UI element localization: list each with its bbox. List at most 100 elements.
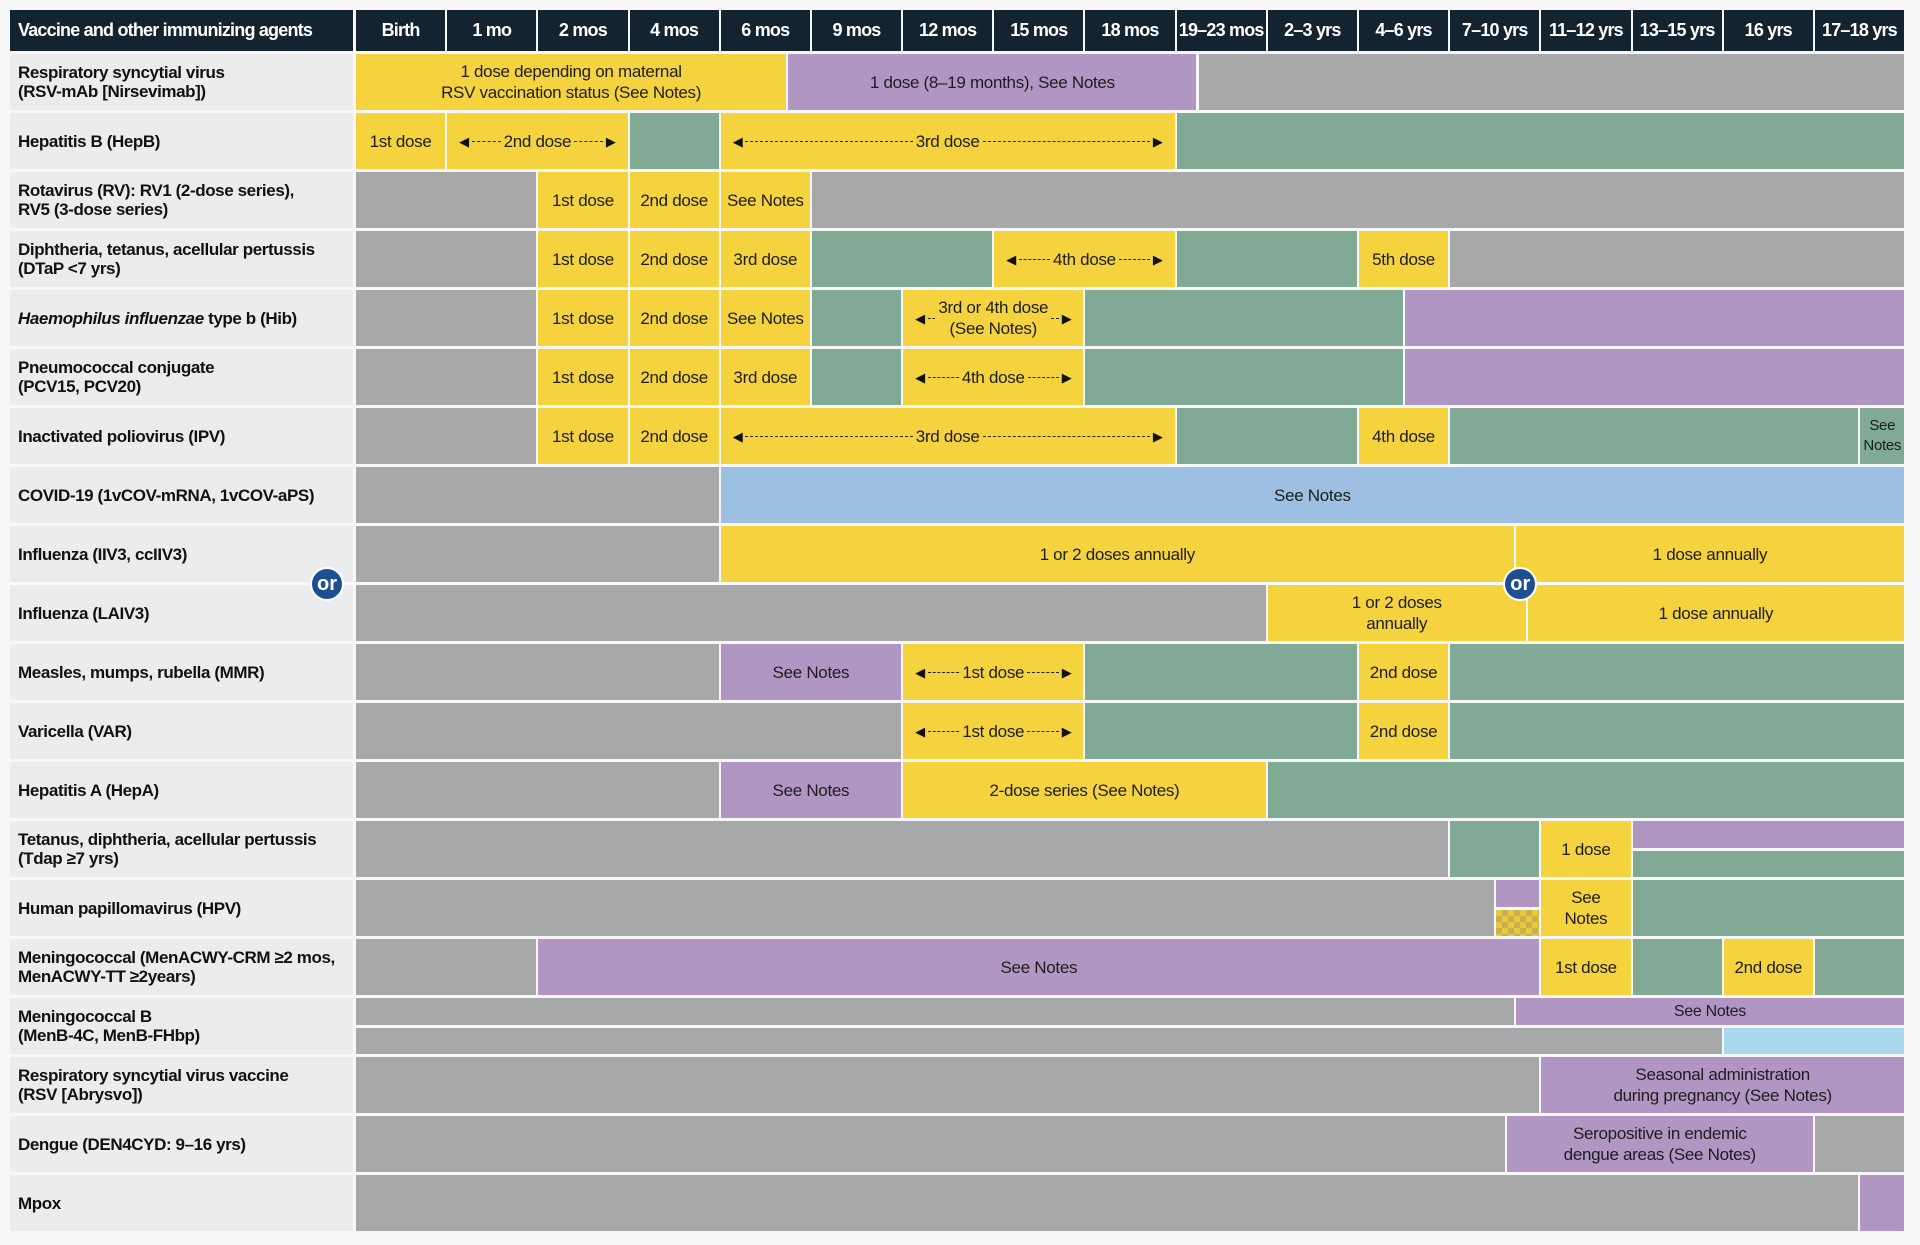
arrow-right-icon: ▶ xyxy=(1152,428,1163,444)
schedule-segment xyxy=(1814,1116,1905,1172)
schedule-segment xyxy=(356,526,719,582)
vaccine-name-text: Influenza (LAIV3) xyxy=(18,603,150,623)
schedule-segment: See Notes xyxy=(720,467,1905,523)
vaccine-name-text: Meningococcal (MenACWY-CRM ≥2 mos, MenAC… xyxy=(18,948,335,986)
schedule-segment xyxy=(356,1116,1505,1172)
schedule-segment xyxy=(1495,909,1540,936)
segment-text: 2nd dose xyxy=(1369,721,1438,741)
vaccine-row-label: COVID-19 (1vCOV-mRNA, 1vCOV-aPS) xyxy=(10,467,353,523)
vaccine-row-label: Haemophilus influenzae type b (Hib) xyxy=(10,290,353,346)
dashed-line xyxy=(927,376,959,378)
vaccine-name: Inactivated poliovirus (IPV) xyxy=(18,427,225,446)
arrow-left-icon: ◀ xyxy=(732,428,743,444)
vaccine-name: Influenza (LAIV3) xyxy=(18,604,149,623)
vaccine-name-text: Human papillomavirus (HPV) xyxy=(18,898,241,918)
schedule-segment xyxy=(1404,290,1905,346)
schedule-segment: 2nd dose xyxy=(1723,939,1813,995)
vaccine-row-label: Diphtheria, tetanus, acellular pertussis… xyxy=(10,231,353,287)
segment-text: 2nd dose xyxy=(640,367,708,387)
vaccine-row-label: Inactivated poliovirus (IPV) xyxy=(10,408,353,464)
or-badge: or xyxy=(1503,567,1538,601)
schedule-segment: See Notes xyxy=(720,762,902,818)
schedule-segment: See Notes xyxy=(1515,998,1905,1025)
header-age-column: 1 mo xyxy=(447,10,537,51)
schedule-segment xyxy=(811,172,1905,228)
segment-text: See Notes xyxy=(1673,1002,1746,1020)
segment-text: Seropositive in endemic dengue areas (Se… xyxy=(1563,1124,1757,1164)
header-age-column: 4 mos xyxy=(629,10,719,51)
dashed-line xyxy=(574,140,603,142)
schedule-segment: 2nd dose xyxy=(629,231,719,287)
segment-text: See Notes xyxy=(1274,485,1351,505)
vaccine-name: Diphtheria, tetanus, acellular pertussis… xyxy=(18,240,315,278)
schedule-segment xyxy=(1085,703,1357,759)
schedule-segment: 1 or 2 doses annually xyxy=(720,526,1514,582)
dose-range-arrow: ◀1st dose▶ xyxy=(903,662,1083,683)
schedule-segment: 3rd dose xyxy=(720,231,810,287)
segment-text: See Notes xyxy=(1564,888,1608,928)
schedule-segment: Seropositive in endemic dengue areas (Se… xyxy=(1506,1116,1813,1172)
schedule-segment: 1 or 2 doses annually xyxy=(1267,585,1526,641)
schedule-segment xyxy=(1085,644,1357,700)
vaccine-row-label: Mpox xyxy=(10,1175,353,1231)
segment-text: 1st dose xyxy=(369,131,432,151)
schedule-segment xyxy=(1450,644,1905,700)
influenza-or-divider xyxy=(10,583,1905,585)
segment-text: 1 dose (8–19 months), See Notes xyxy=(869,72,1115,92)
vaccine-row-label: Varicella (VAR) xyxy=(10,703,353,759)
schedule-segment: 1st dose xyxy=(538,349,628,405)
vaccine-row-label: Respiratory syncytial virus vaccine (RSV… xyxy=(10,1057,353,1113)
vaccine-row-label: Respiratory syncytial virus (RSV-mAb [Ni… xyxy=(10,54,353,110)
schedule-segment xyxy=(356,762,719,818)
segment-text: 2nd dose xyxy=(1369,662,1438,682)
schedule-segment: ◀3rd dose▶ xyxy=(720,408,1175,464)
segment-text: Seasonal administration during pregnancy… xyxy=(1613,1065,1832,1105)
segment-text: See Notes xyxy=(726,308,804,328)
arrow-left-icon: ◀ xyxy=(915,310,925,326)
schedule-segment: 1 dose annually xyxy=(1515,526,1905,582)
arrow-left-icon: ◀ xyxy=(732,133,743,149)
schedule-segment xyxy=(1267,762,1905,818)
schedule-segment: ◀4th dose▶ xyxy=(903,349,1084,405)
vaccine-name: Influenza (IIV3, ccIIV3) xyxy=(18,545,187,564)
dashed-line xyxy=(927,317,936,319)
vaccine-name: Respiratory syncytial virus vaccine (RSV… xyxy=(18,1066,289,1104)
schedule-segment: 2nd dose xyxy=(629,408,719,464)
header-vaccine-column: Vaccine and other immunizing agents xyxy=(10,10,353,51)
dashed-line xyxy=(1118,258,1150,260)
schedule-segment xyxy=(356,467,719,523)
arrow-right-icon: ▶ xyxy=(1061,664,1072,680)
schedule-segment: ◀3rd dose▶ xyxy=(720,113,1175,169)
schedule-segment xyxy=(356,349,537,405)
schedule-segment xyxy=(1723,1027,1905,1054)
vaccine-row-label: Pneumococcal conjugate (PCV15, PCV20) xyxy=(10,349,353,405)
schedule-segment xyxy=(356,703,902,759)
segment-text: 1 or 2 doses annually xyxy=(1351,593,1442,633)
schedule-segment xyxy=(1450,231,1905,287)
vaccine-name-text: Pneumococcal conjugate (PCV15, PCV20) xyxy=(18,358,215,396)
dashed-line xyxy=(745,435,913,437)
vaccine-row-label: Rotavirus (RV): RV1 (2-dose series), RV5… xyxy=(10,172,353,228)
header-age-column: 2 mos xyxy=(538,10,628,51)
schedule-segment xyxy=(1176,231,1357,287)
arrow-left-icon: ◀ xyxy=(1006,251,1016,267)
header-age-column: 17–18 yrs xyxy=(1814,10,1905,51)
schedule-segment xyxy=(1176,113,1905,169)
dose-range-arrow: ◀2nd dose▶ xyxy=(447,131,627,152)
schedule-segment xyxy=(629,113,719,169)
segment-text: 4th dose xyxy=(961,367,1025,387)
segment-text: 1st dose xyxy=(962,721,1025,741)
schedule-segment xyxy=(1085,290,1403,346)
segment-text: 1 dose xyxy=(1561,839,1611,859)
segment-text: 3rd dose xyxy=(733,367,798,387)
segment-text: 5th dose xyxy=(1372,249,1435,269)
schedule-segment xyxy=(356,644,719,700)
vaccine-name: Rotavirus (RV): RV1 (2-dose series), RV5… xyxy=(18,181,294,219)
dashed-line xyxy=(1051,317,1059,319)
schedule-segment xyxy=(1632,880,1905,936)
segment-text: 2nd dose xyxy=(640,190,708,210)
schedule-segment xyxy=(1450,408,1859,464)
schedule-segment xyxy=(356,231,537,287)
schedule-segment: 5th dose xyxy=(1358,231,1449,287)
vaccine-name: Haemophilus influenzae type b (Hib) xyxy=(18,309,297,328)
